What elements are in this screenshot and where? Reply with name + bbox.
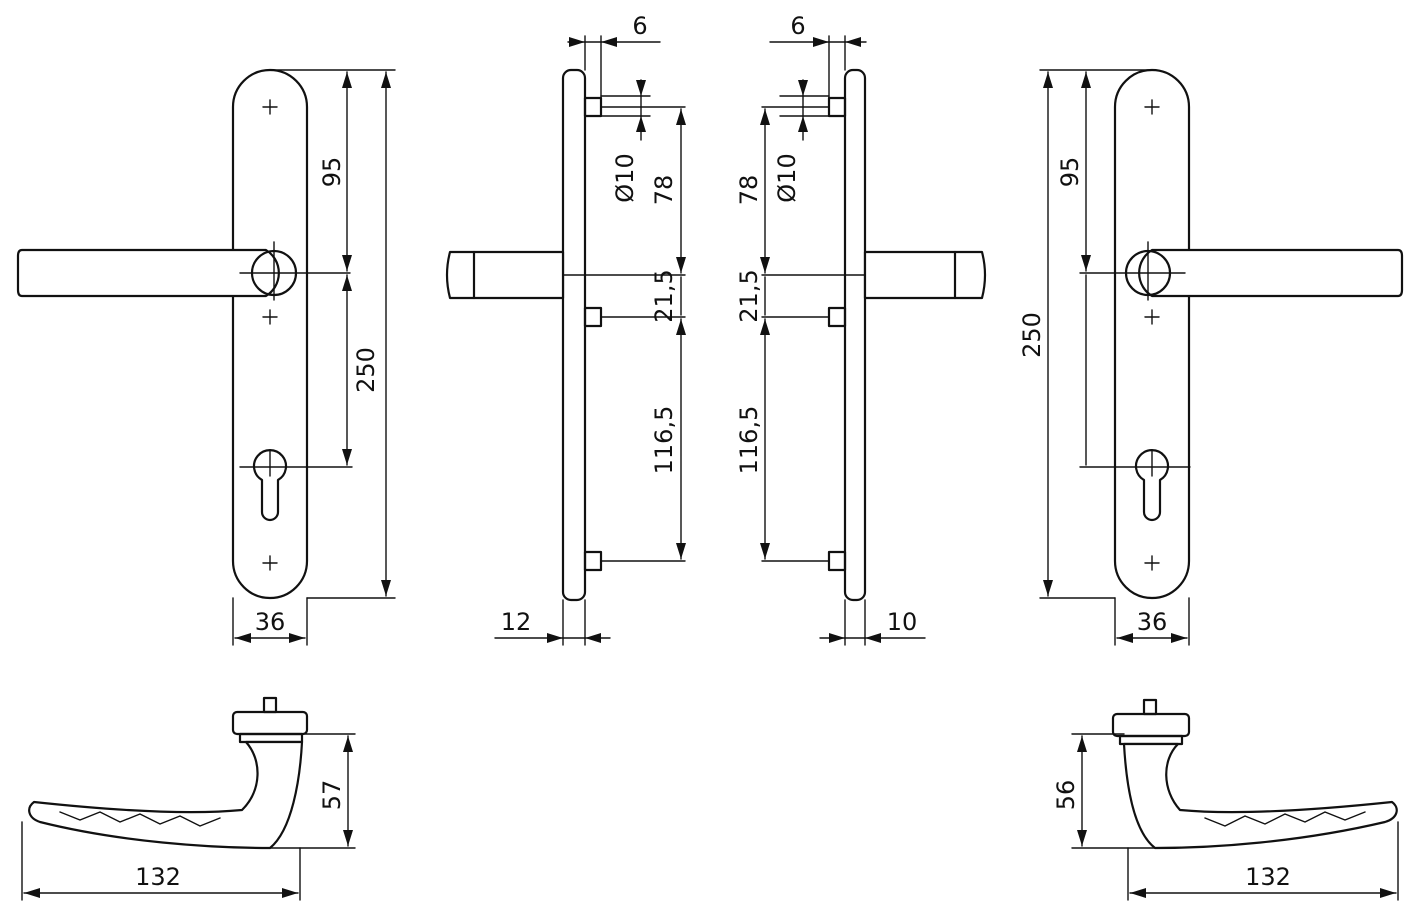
right-side-plate: [843, 68, 867, 602]
left-dim-116-5: 116,5: [650, 406, 678, 475]
left-rosette-top: [231, 710, 309, 736]
left-side-view: 6 Ø10 78 21,5 116,5 12: [445, 12, 686, 646]
left-screw-bottom: [262, 555, 278, 571]
right-lever-handle: [1138, 248, 1404, 298]
right-dim-10: 10: [887, 608, 918, 636]
left-handle-top-view: 57 132: [21, 696, 356, 901]
left-lever-handle: [16, 248, 280, 298]
right-dim-56: 56: [1052, 780, 1080, 811]
right-dim-250: 250: [1018, 312, 1046, 358]
right-backplate: [1113, 68, 1191, 600]
right-dim-132: 132: [1245, 863, 1291, 891]
left-spindle-stub: [262, 696, 278, 714]
right-dim-116-5: 116,5: [735, 406, 763, 475]
left-dim-95: 95: [318, 157, 346, 188]
right-dim-dia10: Ø10: [773, 153, 801, 202]
left-dim-36: 36: [255, 608, 286, 636]
right-dim-95: 95: [1056, 157, 1084, 188]
right-dim-36: 36: [1137, 608, 1168, 636]
right-side-lever: [863, 250, 987, 300]
left-dim-250a: 250: [352, 347, 380, 393]
left-dim-132: 132: [135, 863, 181, 891]
left-dim-21-5: 21,5: [650, 269, 678, 322]
left-screw-mid: [262, 309, 278, 325]
left-dim-57: 57: [318, 780, 346, 811]
left-backplate: [231, 68, 309, 600]
right-dim-6: 6: [790, 12, 805, 40]
left-dim-dia10: Ø10: [611, 153, 639, 202]
right-handle-top-view: 56 132: [1052, 698, 1399, 901]
left-dim-12: 12: [501, 608, 532, 636]
left-screw-top: [262, 99, 278, 115]
left-side-lever: [445, 250, 565, 300]
right-spindle-stub: [1142, 698, 1158, 716]
right-keyhole: [1134, 449, 1170, 522]
left-keyhole: [252, 449, 288, 522]
right-dim-21-5: 21,5: [735, 269, 763, 322]
right-side-view: 6 Ø10 78 21,5 116,5 10: [735, 12, 987, 646]
left-curved-handle: [28, 740, 304, 850]
right-front-view: 95 250 36: [1018, 68, 1404, 646]
right-curved-handle: [1122, 742, 1398, 850]
left-front-view: 95 250 36: [16, 68, 396, 646]
right-rosette-top: [1111, 712, 1191, 738]
left-side-plate: [561, 68, 587, 602]
right-dim-78: 78: [735, 175, 763, 206]
left-dim-6: 6: [632, 12, 647, 40]
left-dim-78: 78: [650, 175, 678, 206]
